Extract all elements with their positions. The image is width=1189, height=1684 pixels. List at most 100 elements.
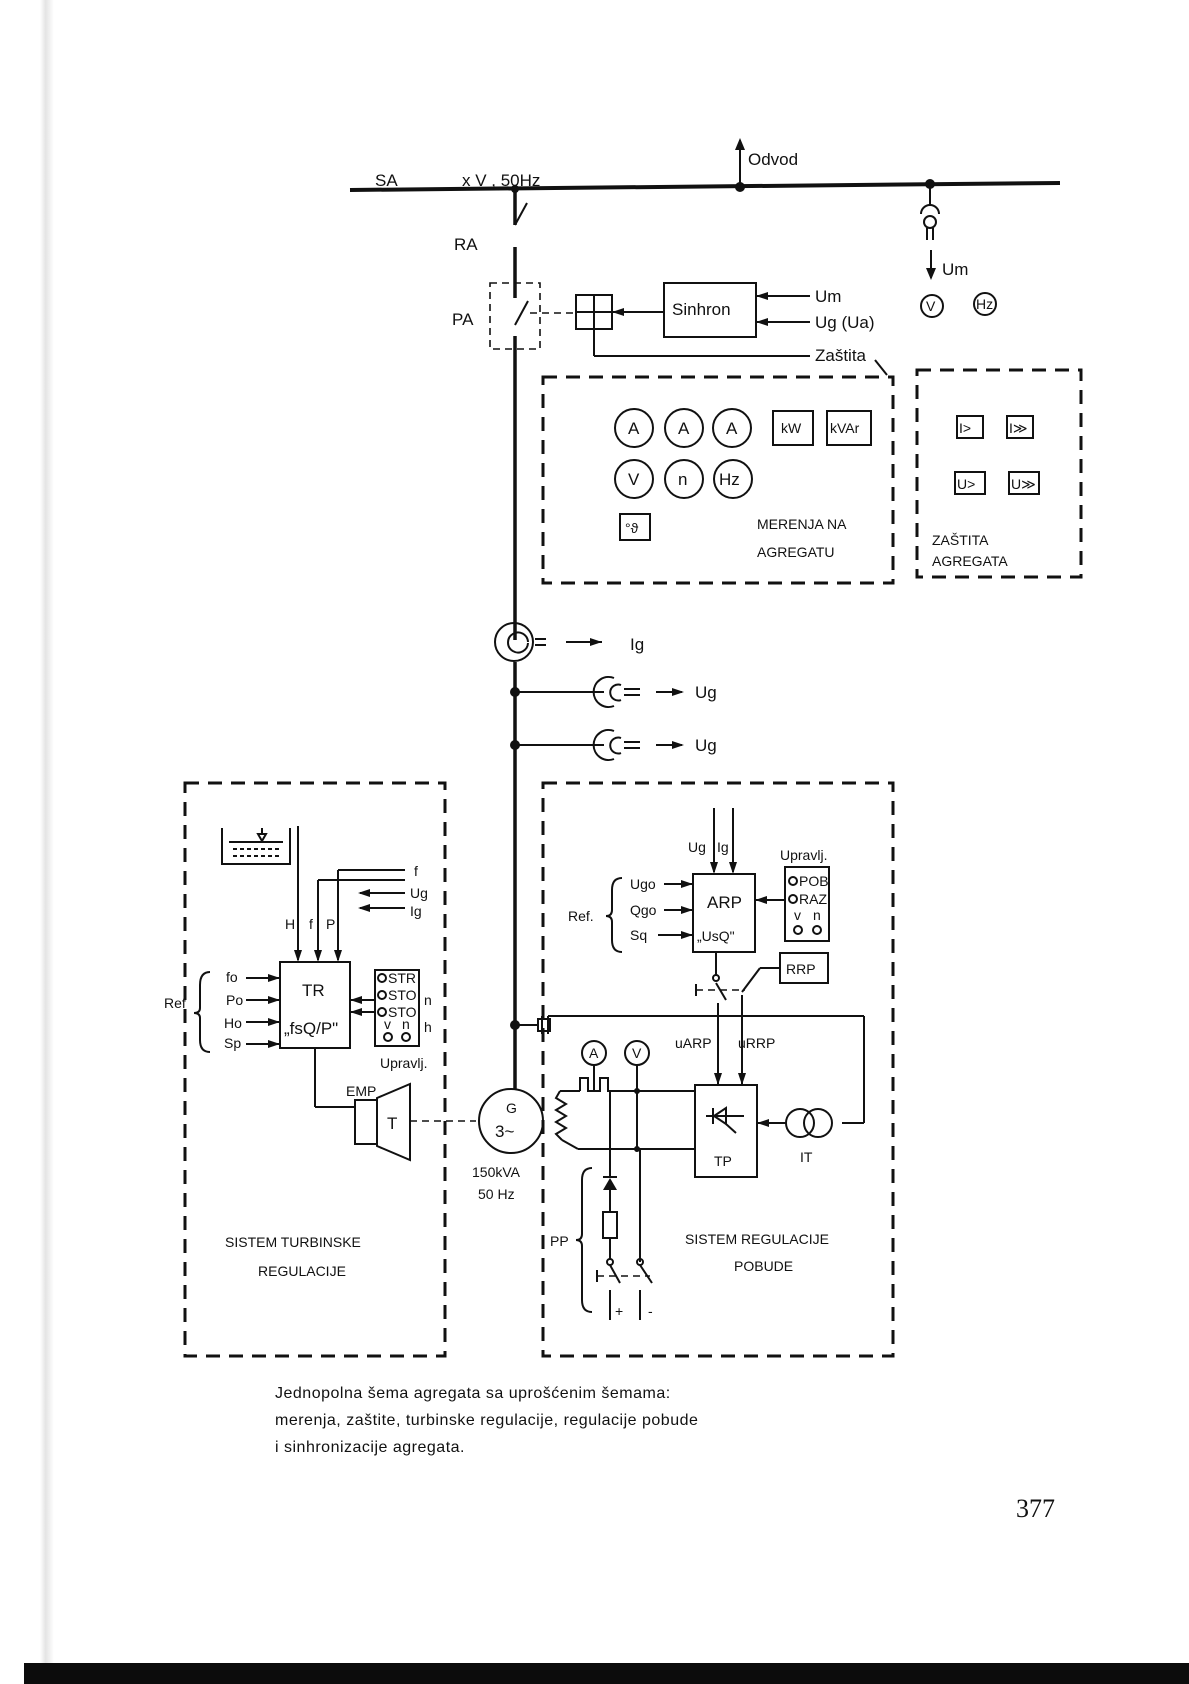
exc-ctrl-n-label: n [813, 907, 821, 923]
ammeter-1-label: A [628, 419, 640, 438]
measurements-title-2: AGREGATU [757, 544, 835, 560]
current-transformer-icon [494, 622, 534, 662]
frequency-meter-icon [713, 459, 753, 499]
outlet-label: Odvod [748, 150, 798, 169]
caption-line-1: Jednopolna šema agregata sa uprošćenim š… [275, 1385, 671, 1402]
ref-fo-label: fo [226, 969, 238, 985]
ref-qgo-label: Qgo [630, 902, 657, 918]
protection-title-1: ZAŠTITA [932, 532, 989, 548]
excitation-title-2: POBUDE [734, 1258, 793, 1274]
avr-input-ig: Ig [717, 839, 729, 855]
thyristor-label: TP [714, 1153, 732, 1169]
ammeter-1-icon [614, 408, 654, 448]
exc-control-label: Upravlj. [780, 847, 827, 863]
measurements-panel: A A A V n Hz kW kVAr °ϑ MERENJA NA AGREG… [541, 375, 895, 585]
sync-block-label: Sinhron [672, 300, 731, 319]
turbine-title-2: REGULACIJE [258, 1263, 346, 1279]
busbar-name: SA [375, 171, 398, 190]
kw-meter-label: kW [781, 420, 802, 436]
ammeter-3-label: A [726, 419, 738, 438]
btn-str-icon [377, 973, 387, 983]
emp-icon [354, 1099, 378, 1145]
instant-overvoltage-relay-icon [1008, 471, 1040, 495]
u-arp-label: uARP [675, 1035, 712, 1051]
instant-overcurrent-relay-icon [1006, 415, 1034, 439]
generator-frequency: 50 Hz [478, 1186, 515, 1202]
voltmeter-icon [614, 459, 654, 499]
ammeter-3-icon [712, 408, 752, 448]
sync-ug-label: Ug (Ua) [815, 313, 875, 332]
excitation-title-1: SISTEM REGULACIJE [685, 1231, 829, 1247]
busbar-sa: SA x V , 50Hz Odvod [349, 138, 1061, 192]
caption-line-3: i sinhronizacije agregata. [275, 1439, 465, 1456]
vt1-ug-label: Ug [695, 683, 717, 702]
btn-str-label: STR [388, 970, 416, 986]
page-number: 377 [1016, 1494, 1055, 1523]
kvar-meter-icon [826, 410, 872, 446]
kw-meter-icon [772, 410, 814, 446]
turbine-ctrl-v-label: v [384, 1016, 391, 1032]
turbine-block-label: T [387, 1114, 397, 1133]
turbine-title-1: SISTEM TURBINSKE [225, 1234, 361, 1250]
generator: G 3~ 150kVA 50 Hz [472, 1016, 551, 1202]
switch-pa-icon [514, 300, 529, 326]
ref-sq-label: Sq [630, 927, 647, 943]
u-rrp-label: uRRP [738, 1035, 775, 1051]
protection-panel: I> I≫ U> U≫ ZAŠTITA AGREGATA [915, 368, 1083, 579]
scan-footer-bar [24, 1663, 1189, 1684]
sync-protection-label: Zaštita [815, 346, 867, 365]
ammeter-2-icon [664, 408, 704, 448]
avr-block-icon [692, 873, 756, 953]
rrp-label: RRP [786, 961, 816, 977]
voltmeter-label: V [628, 470, 640, 489]
bus-metering: Um V Hz [920, 179, 997, 318]
pp-label: PP [550, 1233, 569, 1249]
sync-um-label: Um [815, 287, 841, 306]
overcurrent-relay-icon [956, 415, 984, 439]
turbine-ctrl-side-h: h [424, 1019, 432, 1035]
btn-raz-label: RAZ [799, 891, 827, 907]
switch-pa-label: PA [452, 310, 474, 329]
bus-voltmeter-label: V [926, 298, 936, 314]
turbine-controller-icon [279, 961, 351, 1049]
bus-um-label: Um [942, 260, 968, 279]
ref-po-label: Po [226, 992, 243, 1008]
btn-raz-icon [788, 894, 798, 904]
turbine-control-label: Upravlj. [380, 1055, 427, 1071]
bus-frequency-meter-icon [973, 292, 997, 316]
turbine-ctrl-n-label: n [402, 1016, 410, 1032]
right-input-ig-label: Ig [410, 903, 422, 919]
bus-frequency-label: Hz [976, 296, 993, 312]
measurements-title-1: MERENJA NA [757, 516, 847, 532]
figure-caption: Jednopolna šema agregata sa uprošćenim š… [275, 1380, 875, 1461]
protection-title-2: AGREGATA [932, 553, 1008, 569]
switch-ra-label: RA [454, 235, 478, 254]
turbine-controller-label-1: TR [302, 981, 325, 1000]
minus-label: - [648, 1303, 653, 1319]
kvar-meter-label: kVAr [830, 420, 860, 436]
bus-voltmeter-icon [920, 294, 944, 318]
speed-meter-icon [664, 459, 704, 499]
exc-ctrl-v-label: v [794, 907, 801, 923]
ref-sp-label: Sp [224, 1035, 241, 1051]
scan-edge [40, 0, 54, 1663]
synchronizer: Sinhron Um Ug (Ua) Zaštita [575, 282, 888, 376]
plus-label: + [615, 1303, 623, 1319]
btn-pob-icon [788, 876, 798, 886]
turbine-icon [376, 1082, 411, 1162]
frequency-meter-label: Hz [719, 470, 740, 489]
avr-label-1: ARP [707, 893, 742, 912]
turbine-controller-label-2: „fsQ/P" [284, 1019, 338, 1038]
ref-ugo-label: Ugo [630, 876, 656, 892]
btn-sto-2-label: STO [388, 1004, 417, 1020]
right-input-ug-label: Ug [410, 885, 428, 901]
excitation-regulation-panel: Ug Ig ARP „UsQ" Ref. Ugo Qgo Sq Upravlj.… [541, 781, 895, 1358]
input-p-label: P [326, 916, 335, 932]
exc-ammeter-label: A [589, 1045, 599, 1061]
turbine-ctrl-side-n: n [424, 992, 432, 1008]
ammeter-2-label: A [678, 419, 690, 438]
switch-ra-icon [514, 202, 528, 226]
caption-line-2: merenja, zaštite, turbinske regulacije, … [275, 1412, 699, 1429]
exc-ref-label: Ref. [568, 908, 594, 924]
avr-label-2: „UsQ" [697, 928, 735, 944]
